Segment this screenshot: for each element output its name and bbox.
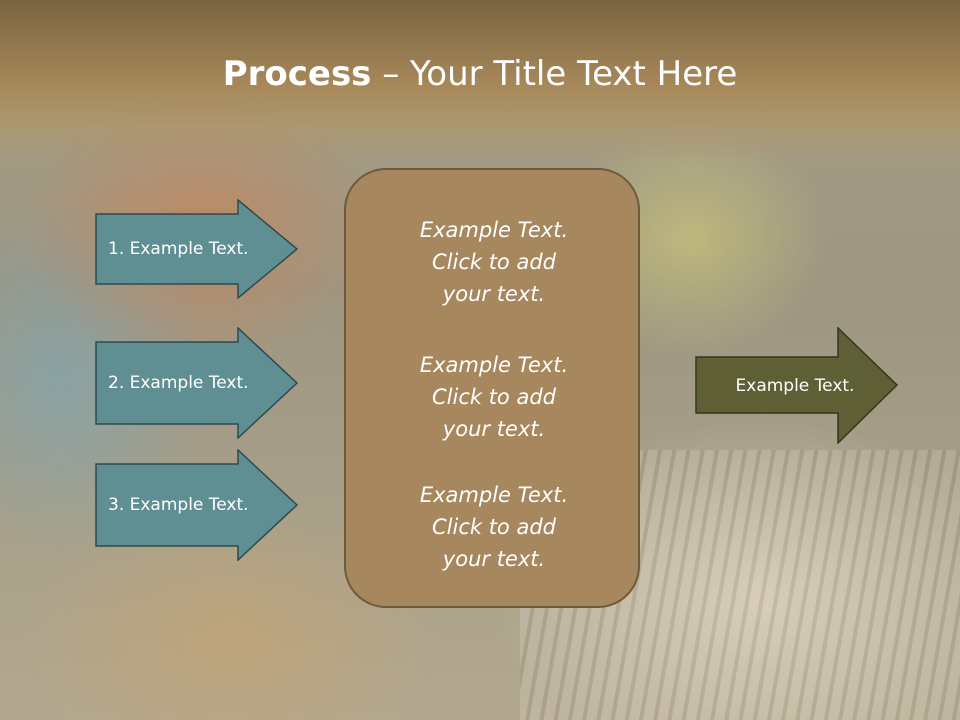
- process-arrow-1[interactable]: 1. Example Text.: [95, 199, 300, 299]
- result-arrow[interactable]: Example Text.: [695, 327, 900, 444]
- center-text-box[interactable]: Example Text. Click to add your text. Ex…: [344, 168, 640, 608]
- arrow-shape: [695, 327, 899, 444]
- arrow-label: 1. Example Text.: [108, 239, 249, 259]
- arrow-label: 3. Example Text.: [108, 495, 249, 515]
- title-bold: Process: [222, 54, 372, 94]
- arrow-shape: [95, 449, 299, 561]
- center-text-block-1: Example Text. Click to add your text.: [419, 218, 569, 306]
- center-text-block-3: Example Text. Click to add your text.: [419, 483, 569, 571]
- arrow-shape: [95, 327, 299, 439]
- slide-title[interactable]: Process – Your Title Text Here: [0, 52, 960, 96]
- process-arrow-2[interactable]: 2. Example Text.: [95, 327, 300, 439]
- title-band: [0, 0, 960, 160]
- arrow-label: 2. Example Text.: [108, 373, 249, 393]
- process-arrow-3[interactable]: 3. Example Text.: [95, 449, 300, 561]
- arrow-label: Example Text.: [735, 375, 855, 396]
- arrow-shape: [95, 199, 299, 299]
- center-text-block-2: Example Text. Click to add your text.: [419, 353, 569, 441]
- title-rest: – Your Title Text Here: [371, 54, 738, 94]
